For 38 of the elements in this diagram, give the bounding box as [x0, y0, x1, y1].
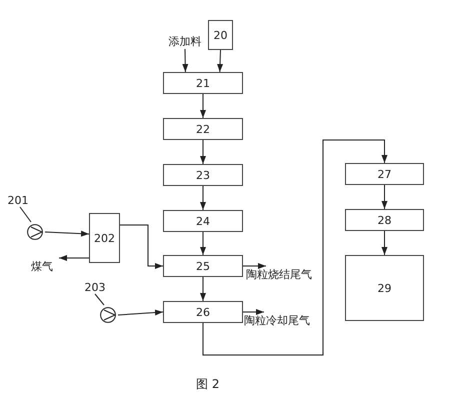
arrow	[200, 94, 206, 118]
arrow	[118, 310, 164, 316]
arrow	[120, 224, 164, 269]
process-box: 21	[163, 72, 243, 94]
process-box: 28	[345, 209, 424, 231]
arrow	[200, 232, 206, 256]
flow-label: 陶粒烧结尾气	[244, 266, 314, 283]
process-box: 202	[89, 213, 120, 263]
arrow	[200, 186, 206, 210]
arrow	[217, 50, 224, 72]
caption: 图 2	[196, 376, 220, 393]
process-box: 27	[345, 163, 424, 185]
pump-symbol	[25, 222, 45, 242]
arrow	[182, 48, 188, 72]
arrow	[382, 230, 388, 256]
arrow	[242, 309, 264, 315]
process-box: 24	[163, 210, 243, 232]
leader-line	[20, 206, 32, 222]
process-box: 29	[345, 255, 424, 321]
arrow	[382, 184, 388, 210]
flow-label: 陶粒冷却尾气	[242, 312, 312, 329]
flow-label: 添加料	[166, 34, 204, 49]
process-box: 26	[163, 301, 243, 323]
arrow	[200, 276, 206, 302]
process-box: 22	[163, 118, 243, 140]
arrow	[242, 263, 266, 269]
callout-number: 201	[8, 193, 28, 207]
pump-symbol	[98, 305, 118, 325]
flow-label: 煤气	[27, 259, 57, 274]
arrow	[200, 140, 206, 164]
process-box: 20	[208, 20, 233, 50]
process-box: 23	[163, 164, 243, 186]
arrow	[202, 140, 388, 356]
process-box: 25	[163, 255, 243, 277]
arrow	[44, 230, 90, 237]
arrow	[58, 255, 90, 261]
callout-number: 203	[85, 280, 105, 294]
leader-line	[94, 294, 104, 306]
